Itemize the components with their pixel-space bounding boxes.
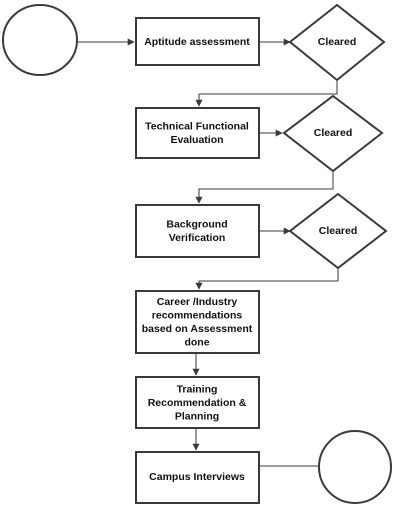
cleared-label-3: Cleared	[319, 225, 358, 237]
label-line: Technical Functional	[145, 120, 249, 132]
label-line: based on Assessment	[142, 323, 253, 335]
label-line: recommendations	[152, 309, 243, 321]
cleared-label-1: Cleared	[318, 36, 357, 48]
campus-interviews-box	[135, 451, 260, 504]
aptitude-assessment-box	[135, 17, 260, 66]
career-recommendations-box	[135, 290, 260, 354]
label-line: Background	[166, 218, 227, 230]
label-line: Evaluation	[170, 134, 223, 146]
campus-interviews-label: Campus Interviews	[149, 471, 245, 483]
cleared-decision-3	[288, 192, 388, 270]
cleared-decision-1	[288, 3, 386, 82]
label-line: Recommendation &	[148, 397, 247, 409]
aptitude-assessment-label: Aptitude assessment	[144, 36, 250, 48]
connector-cleared-2-to-background	[195, 171, 334, 204]
connector-cleared-3-to-career	[195, 268, 339, 290]
label-line: Cleared	[314, 127, 353, 139]
label-line: Planning	[175, 411, 219, 423]
training-recommendation-box	[135, 376, 260, 429]
end-terminal	[318, 430, 392, 504]
label-line: Cleared	[319, 225, 358, 237]
connectors	[77, 38, 339, 467]
label-line: Verification	[169, 232, 226, 244]
label-line: Career /Industry	[157, 296, 238, 308]
background-verification-box	[135, 204, 260, 258]
label-line: Campus Interviews	[149, 471, 245, 483]
label-line: Aptitude assessment	[144, 36, 250, 48]
cleared-label-2: Cleared	[314, 127, 353, 139]
label-line: Cleared	[318, 36, 357, 48]
label-line: done	[184, 336, 209, 348]
connector-cleared-1-to-technical	[195, 80, 338, 107]
technical-evaluation-box	[135, 107, 260, 159]
cleared-decision-2	[282, 94, 384, 173]
label-line: Training	[177, 384, 218, 396]
start-terminal	[2, 4, 78, 76]
